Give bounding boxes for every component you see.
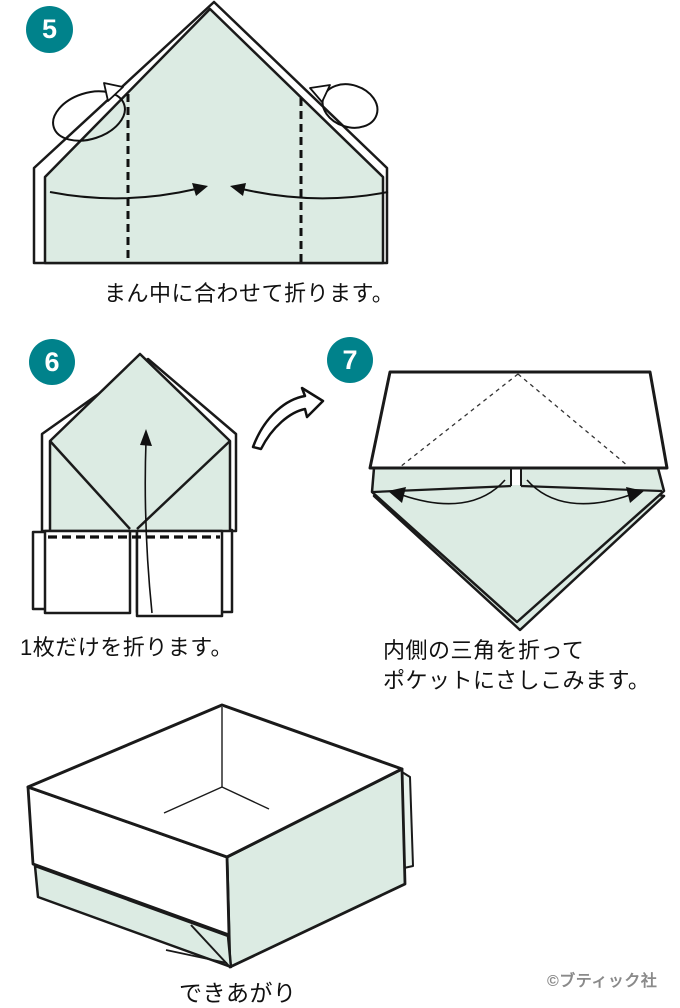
- hidden-fold-line-left: [399, 373, 519, 468]
- step-7-caption: 内側の三角を折って ポケットにさしこみます。: [383, 636, 650, 696]
- step-7-caption-line2: ポケットにさしこみます。: [383, 668, 651, 693]
- paper-front-flaps: [43, 529, 224, 618]
- fold-arrow-right-icon: [230, 183, 389, 200]
- step-6-caption: 1枚だけを折ります。: [20, 635, 234, 660]
- tuck-arrow-right-icon: [526, 479, 644, 505]
- pocket-slit: [512, 467, 520, 485]
- result-caption: できあがり: [179, 980, 297, 1006]
- step-7-badge: 7: [327, 337, 373, 383]
- step-5-diagram: [32, 0, 389, 265]
- step-6-diagram: [31, 352, 238, 618]
- tuck-arrow-left-icon: [388, 479, 506, 505]
- turn-over-arrow-right-icon: [309, 83, 379, 129]
- fold-arrow-up-icon: [140, 429, 153, 614]
- finished-box-diagram: [26, 703, 414, 969]
- paper-front-layer: [43, 7, 385, 265]
- paper-front-layer: [370, 466, 666, 624]
- copyright-notice: ©ブティック社: [547, 973, 658, 990]
- step-5-caption: まん中に合わせて折ります。: [104, 281, 395, 306]
- paper-top-flap: [368, 370, 669, 470]
- next-step-arrow-icon: [251, 386, 325, 451]
- step-7-diagram: [368, 370, 669, 632]
- step-5-badge: 5: [26, 6, 73, 53]
- paper-front-layer: [48, 352, 232, 533]
- step-7-caption-line1: 内側の三角を折って: [383, 638, 585, 663]
- step-6-badge: 6: [29, 339, 75, 385]
- turn-over-arrow-left-icon: [52, 82, 126, 142]
- fold-arrow-left-icon: [49, 183, 208, 200]
- box-top-rim: [26, 703, 404, 859]
- box-interior-edges: [163, 707, 270, 814]
